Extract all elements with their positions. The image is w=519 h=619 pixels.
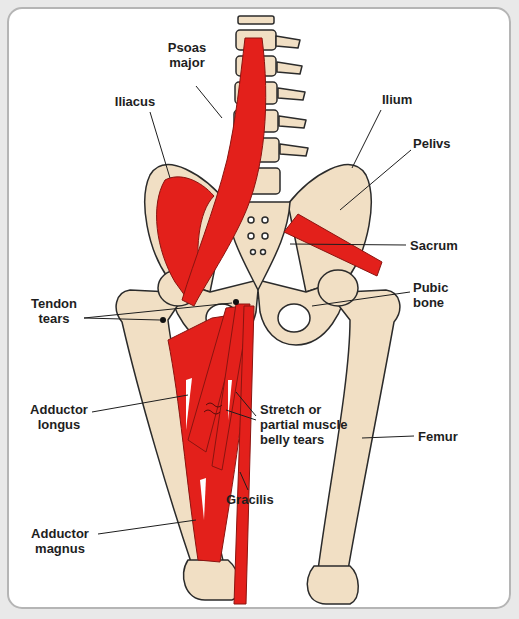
part-label: Adductor magnus: [22, 526, 98, 556]
part-label: Adductor longus: [22, 402, 96, 432]
part-label: Tendon tears: [24, 296, 84, 326]
part-label: Femur: [418, 429, 488, 444]
part-label: Psoas major: [156, 40, 218, 70]
part-label: Iliacus: [100, 94, 170, 109]
part-label: Pelivs: [413, 136, 483, 151]
part-label: Gracilis: [226, 492, 296, 507]
part-label: Pubic bone: [413, 280, 473, 310]
part-label: Ilium: [382, 92, 442, 107]
part-label: Stretch or partial muscle belly tears: [260, 402, 364, 447]
part-label: Sacrum: [410, 238, 490, 253]
